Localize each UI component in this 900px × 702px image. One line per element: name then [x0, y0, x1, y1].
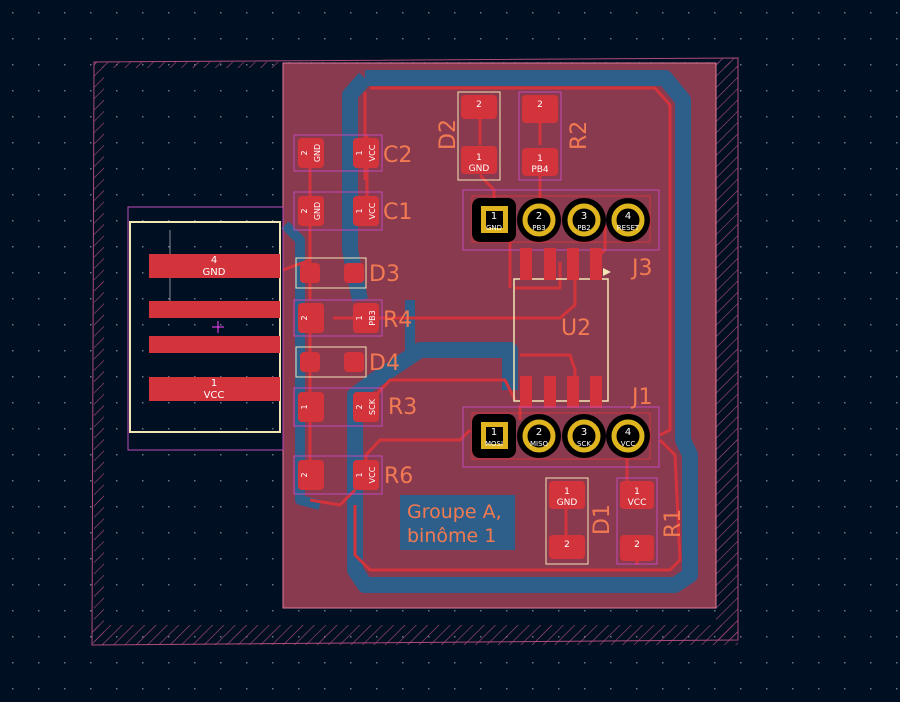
d2-pad1-number: 1 — [476, 153, 482, 163]
c1-pad2-net: GND — [313, 202, 322, 220]
r2-pad1-net: PB4 — [531, 165, 549, 175]
d1-ref-label: D1 — [590, 504, 615, 535]
d1-pad1-number: 1 — [564, 487, 570, 497]
c1-pad2-number: 2 — [300, 208, 309, 213]
j3-pin1-number: 1 — [491, 211, 497, 222]
r3-pad2-number: 2 — [355, 404, 364, 409]
j1-pin1-net: MOSI — [485, 440, 503, 448]
r4-ref-label: R4 — [383, 308, 412, 333]
connector-pad-4-number: 4 — [211, 255, 217, 266]
j3-pin2-number: 2 — [536, 211, 542, 222]
d1-pad1-net: GND — [557, 498, 578, 508]
c1-pad1-net: VCC — [368, 202, 377, 219]
component-u2[interactable]: U2 — [513, 248, 611, 408]
r6-pad1-net: VCC — [368, 466, 377, 483]
j3-pin3-number: 3 — [581, 211, 587, 222]
connector-pad-1-net: VCC — [204, 390, 225, 401]
c2-pad1-number: 1 — [355, 150, 364, 155]
j3-ref-label: J3 — [630, 256, 653, 281]
component-r4[interactable]: 2 1 PB3 R4 — [293, 299, 412, 337]
d2-pad2-number: 2 — [476, 100, 482, 110]
component-d3[interactable]: D3 — [295, 257, 400, 289]
c2-pad2-net: GND — [313, 144, 322, 162]
board-text-line1: Groupe A, — [407, 501, 502, 523]
j3-pin4-net: RESET — [617, 224, 640, 232]
connector-pad-3[interactable] — [149, 301, 280, 318]
d3-ref-label: D3 — [369, 262, 400, 287]
j1-pin3-number: 3 — [581, 427, 587, 438]
r1-pad1-number: 1 — [634, 487, 640, 497]
j3-pin1-net: GND — [486, 224, 502, 232]
connector-pad-4[interactable] — [149, 254, 280, 278]
connector-pad-4-net: GND — [203, 267, 226, 278]
c2-ref-label: C2 — [383, 143, 412, 168]
d1-pad2-number: 2 — [564, 540, 570, 550]
j1-pin4-net: VCC — [621, 440, 636, 448]
d2-ref-label: D2 — [436, 119, 461, 150]
u2-ref-label: U2 — [561, 316, 591, 341]
component-j1[interactable]: 1 MOSI 2 MISO 3 SCK 4 VCC J1 — [462, 385, 660, 468]
component-j3[interactable]: 1 GND 2 PB3 3 PB2 4 RESET J3 — [462, 189, 660, 281]
component-r2[interactable]: 2 1 PB4 R2 — [518, 91, 592, 181]
component-d4[interactable]: D4 — [295, 346, 400, 378]
c1-ref-label: C1 — [383, 200, 412, 225]
d4-ref-label: D4 — [369, 351, 400, 376]
c2-pad2-number: 2 — [300, 150, 309, 155]
j1-pin2-net: MISO — [530, 440, 549, 448]
r4-pad1-net: PB3 — [368, 310, 377, 325]
r2-pad2-number: 2 — [537, 100, 543, 110]
j1-pin4-number: 4 — [625, 427, 631, 438]
board-silkscreen-text[interactable]: Groupe A, binôme 1 — [400, 495, 515, 550]
r2-ref-label: R2 — [567, 121, 592, 150]
r3-pad2-net: SCK — [368, 398, 377, 415]
r3-ref-label: R3 — [388, 395, 417, 420]
j3-pin4-number: 4 — [625, 211, 631, 222]
r6-ref-label: R6 — [384, 464, 413, 489]
j1-pin1-number: 1 — [491, 427, 497, 438]
j3-pin3-net: PB2 — [577, 224, 590, 232]
component-d1[interactable]: 1 GND 2 D1 — [545, 477, 615, 565]
r4-pad1-number: 1 — [355, 315, 364, 320]
j1-ref-label: J1 — [630, 385, 653, 410]
r3-pad1-number: 1 — [300, 404, 309, 409]
component-r6[interactable]: 2 1 VCC R6 — [293, 455, 413, 495]
connector-pad-2[interactable] — [149, 336, 280, 353]
connector-pad-1-number: 1 — [211, 378, 217, 389]
r6-pad1-number: 1 — [355, 472, 364, 477]
component-c2[interactable]: 2 GND 1 VCC C2 — [293, 134, 412, 172]
j1-pin3-net: SCK — [577, 440, 591, 448]
r2-pad1-number: 1 — [537, 154, 543, 164]
component-r3[interactable]: 1 2 SCK R3 — [293, 387, 417, 427]
r1-pad1-net: VCC — [628, 498, 647, 508]
component-c1[interactable]: 2 GND 1 VCC C1 — [293, 191, 412, 231]
edge-connector[interactable]: 4 GND 1 VCC — [127, 206, 284, 451]
component-r1[interactable]: 1 VCC 2 R1 — [616, 477, 686, 565]
component-d2[interactable]: 2 1 GND D2 — [436, 91, 501, 181]
r1-ref-label: R1 — [661, 509, 686, 538]
j1-pin2-number: 2 — [536, 427, 542, 438]
j3-pin2-net: PB3 — [532, 224, 545, 232]
connector-pad-1[interactable] — [149, 377, 280, 401]
d2-pad1-net: GND — [469, 164, 490, 174]
r6-pad2-number: 2 — [300, 472, 309, 477]
r1-pad2-number: 2 — [634, 540, 640, 550]
c2-pad1-net: VCC — [368, 144, 377, 161]
board-text-line2: binôme 1 — [407, 525, 496, 547]
c1-pad1-number: 1 — [355, 208, 364, 213]
r4-pad2-number: 2 — [300, 315, 309, 320]
